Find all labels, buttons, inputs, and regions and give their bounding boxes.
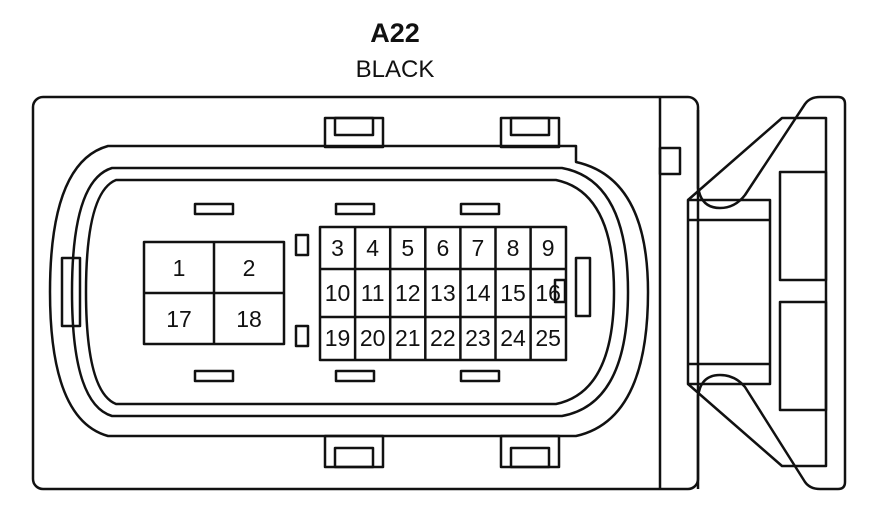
connector-housing xyxy=(31,95,700,491)
pin-label: 17 xyxy=(166,306,192,332)
pin-label: 2 xyxy=(243,255,256,281)
right-key xyxy=(658,146,682,176)
pin-dividers xyxy=(353,227,532,360)
pin-label: 12 xyxy=(395,280,421,306)
pin-label: 15 xyxy=(500,280,526,306)
pin-label: 10 xyxy=(325,280,351,306)
bracket-window-bottom xyxy=(778,300,828,412)
bracket-window-top xyxy=(778,170,828,282)
pin-label: 16 xyxy=(535,280,561,306)
pin-label: 3 xyxy=(331,235,344,261)
pin-label: 6 xyxy=(436,235,449,261)
connector-color: BLACK xyxy=(355,56,435,83)
pin-label: 11 xyxy=(361,280,385,306)
bracket-inner xyxy=(686,198,772,386)
polarization-slots xyxy=(193,202,501,383)
pin-label: 7 xyxy=(472,235,485,261)
pin-label: 25 xyxy=(535,325,561,351)
pin-label: 23 xyxy=(465,325,491,351)
connector-id: A22 xyxy=(370,18,420,48)
pin-label: 13 xyxy=(430,280,456,306)
top-latch-left xyxy=(323,116,385,149)
pin-label: 19 xyxy=(325,325,351,351)
guide-slots xyxy=(294,233,592,348)
pin-label: 22 xyxy=(430,325,456,351)
connector-shroud xyxy=(48,144,650,438)
pin-label: 5 xyxy=(401,235,414,261)
pin-label: 20 xyxy=(360,325,386,351)
top-latch-right xyxy=(499,116,561,149)
pin-label: 24 xyxy=(500,325,526,351)
pin-label: 9 xyxy=(542,235,555,261)
bottom-latch-left xyxy=(323,434,385,469)
small-pin-grid xyxy=(318,225,568,362)
left-key xyxy=(60,256,82,328)
connector-cavity-inner xyxy=(84,178,616,406)
bracket-web xyxy=(687,116,828,468)
pin-label: 21 xyxy=(395,325,421,351)
pin-label: 1 xyxy=(173,255,186,281)
pin-label: 4 xyxy=(366,235,379,261)
pin-label: 8 xyxy=(507,235,520,261)
pin-label: 14 xyxy=(465,280,491,306)
mounting-bracket xyxy=(696,95,847,491)
large-pin-block xyxy=(142,240,286,346)
pin-label: 18 xyxy=(236,306,262,332)
bottom-latch-right xyxy=(499,434,561,469)
connector-cavity xyxy=(70,166,630,418)
